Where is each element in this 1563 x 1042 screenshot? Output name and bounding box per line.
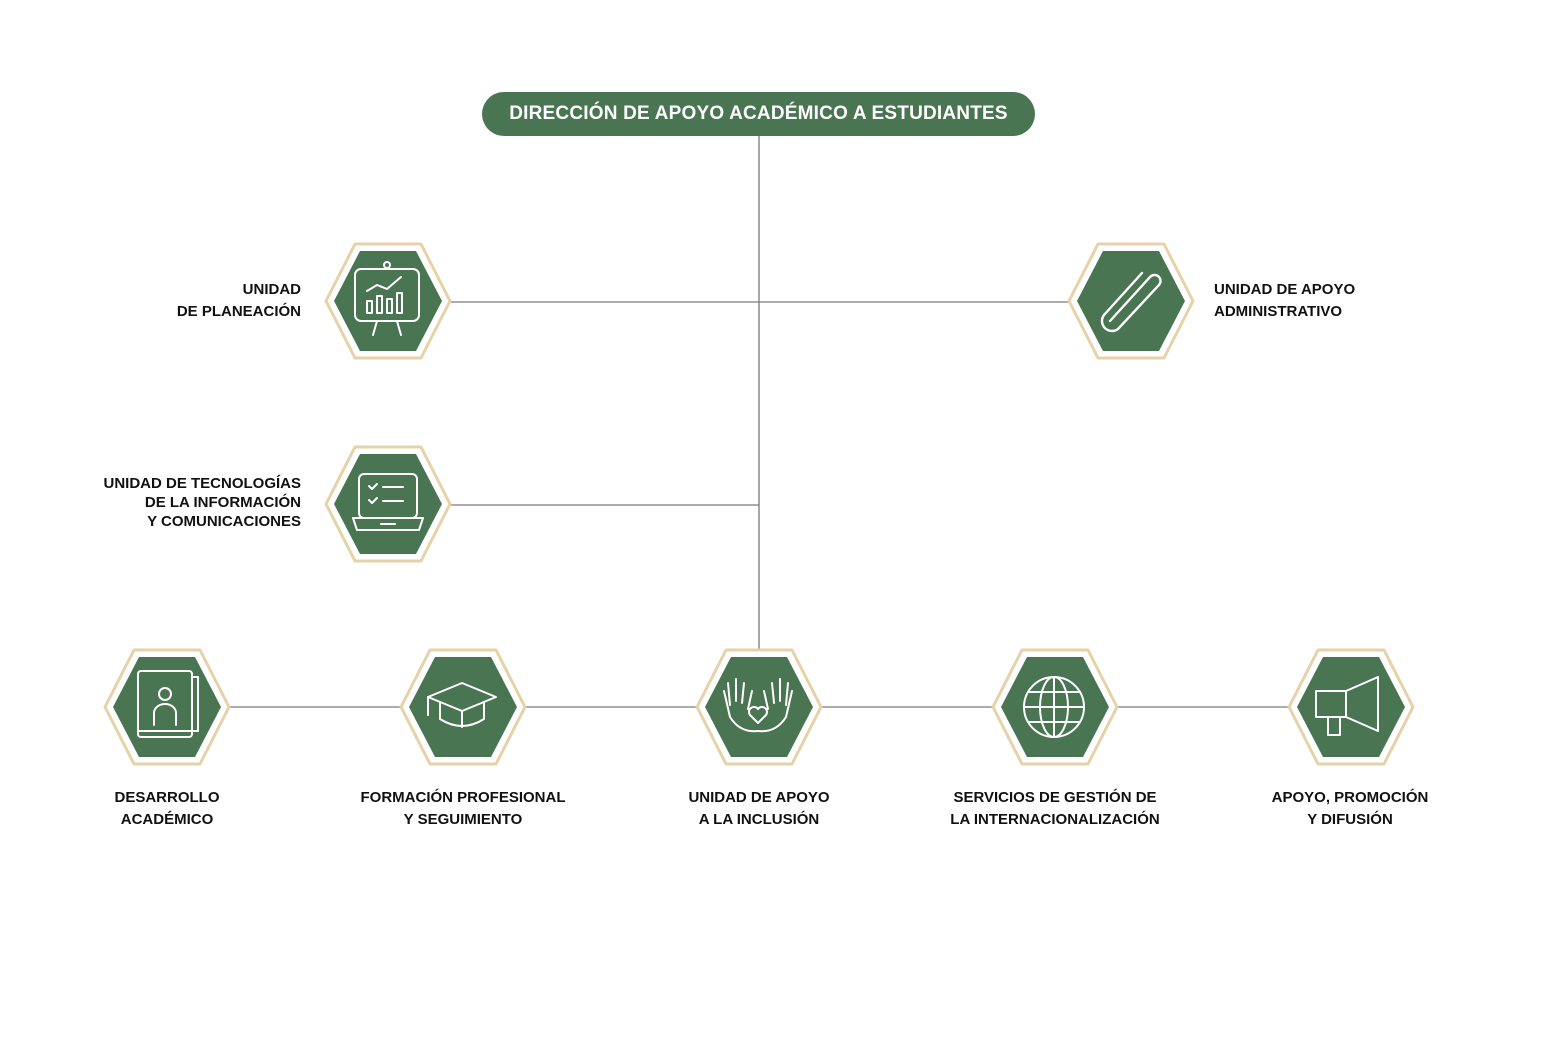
root-title-box: DIRECCIÓN DE APOYO ACADÉMICO A ESTUDIANT… [482, 92, 1035, 136]
label-desarrollo: DESARROLLO ACADÉMICO [47, 787, 287, 831]
label-line: UNIDAD DE APOYO [1214, 281, 1356, 298]
label-line: A LA INCLUSIÓN [698, 811, 820, 828]
label-tic: UNIDAD DE TECNOLOGÍAS DE LA INFORMACIÓN … [103, 474, 301, 531]
node-administrativo[interactable] [1066, 241, 1196, 361]
label-line: UNIDAD DE APOYO [688, 789, 830, 806]
node-formacion[interactable] [398, 647, 528, 767]
node-desarrollo[interactable] [102, 647, 232, 767]
label-internacionalizacion: SERVICIOS DE GESTIÓN DE LA INTERNACIONAL… [935, 787, 1175, 831]
label-line: ADMINISTRATIVO [1214, 303, 1343, 320]
label-difusion: APOYO, PROMOCIÓN Y DIFUSIÓN [1230, 787, 1470, 831]
profile-book-icon [137, 670, 199, 738]
label-formacion: FORMACIÓN PROFESIONAL Y SEGUIMIENTO [343, 787, 583, 831]
label-line: FORMACIÓN PROFESIONAL [360, 789, 566, 806]
label-line: Y COMUNICACIONES [147, 513, 301, 530]
laptop-checklist-icon [352, 473, 424, 531]
node-inclusion[interactable] [694, 647, 824, 767]
root-title: DIRECCIÓN DE APOYO ACADÉMICO A ESTUDIANT… [509, 103, 1008, 124]
megaphone-icon [1315, 676, 1379, 736]
label-administrativo: UNIDAD DE APOYO ADMINISTRATIVO [1214, 279, 1355, 323]
label-line: Y DIFUSIÓN [1307, 811, 1393, 828]
presentation-chart-icon [354, 261, 420, 336]
globe-icon [1023, 676, 1085, 738]
label-inclusion: UNIDAD DE APOYO A LA INCLUSIÓN [639, 787, 879, 831]
label-line: Y SEGUIMIENTO [403, 811, 523, 828]
label-line: APOYO, PROMOCIÓN [1271, 789, 1429, 806]
node-difusion[interactable] [1286, 647, 1416, 767]
label-planeacion: UNIDAD DE PLANEACIÓN [177, 279, 301, 323]
hands-heart-icon [723, 678, 793, 733]
graduation-cap-icon [427, 682, 497, 728]
label-line: SERVICIOS DE GESTIÓN DE [953, 789, 1157, 806]
node-tic[interactable] [323, 444, 453, 564]
label-line: DE LA INFORMACIÓN [144, 494, 301, 511]
label-line: DESARROLLO [114, 789, 220, 806]
node-internacionalizacion[interactable] [990, 647, 1120, 767]
label-line: DE PLANEACIÓN [176, 303, 301, 320]
label-line: ACADÉMICO [120, 811, 214, 828]
paperclip-icon [1100, 271, 1162, 333]
label-line: LA INTERNACIONALIZACIÓN [950, 811, 1160, 828]
label-line: UNIDAD [242, 281, 301, 298]
label-line: UNIDAD DE TECNOLOGÍAS [103, 475, 301, 492]
node-planeacion[interactable] [323, 241, 453, 361]
